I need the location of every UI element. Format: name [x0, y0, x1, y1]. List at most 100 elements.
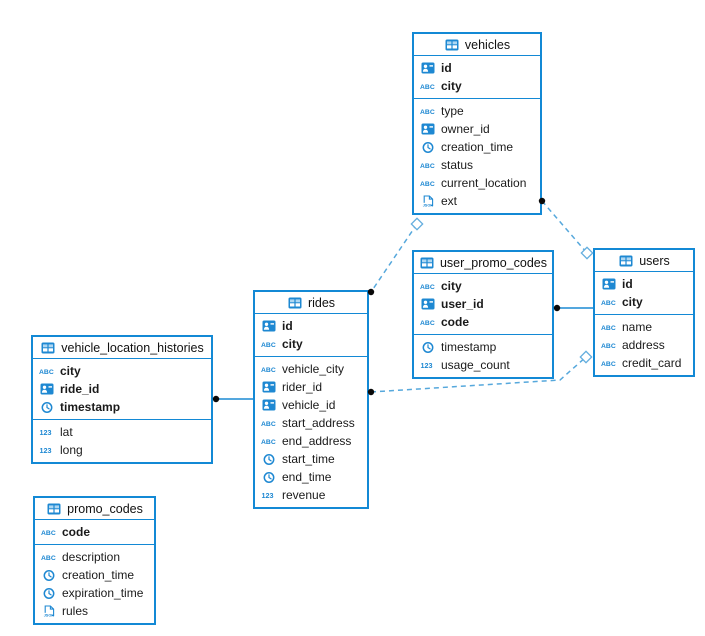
column-promo_codes-expiration_time[interactable]: expiration_time: [35, 584, 154, 602]
column-promo_codes-code[interactable]: ABC code: [35, 523, 154, 541]
table-vehicles-header[interactable]: vehicles: [414, 34, 540, 56]
svg-text:123: 123: [40, 446, 52, 455]
column-vehicles-creation_time[interactable]: creation_time: [414, 138, 540, 156]
column-vehicles-owner_id[interactable]: owner_id: [414, 120, 540, 138]
svg-text:ABC: ABC: [601, 325, 616, 332]
column-user_promo_codes-code[interactable]: ABC code: [414, 313, 552, 331]
column-label: current_location: [441, 176, 527, 190]
abc-icon: ABC: [601, 357, 617, 369]
svg-text:ABC: ABC: [420, 181, 435, 188]
table-title: vehicle_location_histories: [61, 340, 204, 355]
column-label: description: [62, 550, 121, 564]
column-rides-rider_id[interactable]: rider_id: [255, 378, 367, 396]
column-rides-id[interactable]: id: [255, 317, 367, 335]
table-title: vehicles: [464, 37, 511, 52]
user-id-icon: [420, 62, 436, 74]
table-rides-header[interactable]: rides: [255, 292, 367, 314]
clock-icon: [41, 587, 57, 600]
table-icon: [46, 503, 62, 515]
column-vehicles-id[interactable]: id: [414, 59, 540, 77]
column-label: city: [282, 337, 303, 351]
column-vehicle_location_histories-timestamp[interactable]: timestamp: [33, 398, 211, 416]
abc-icon: ABC: [41, 551, 57, 563]
column-vehicles-current_location[interactable]: ABC current_location: [414, 174, 540, 192]
column-rides-vehicle_id[interactable]: vehicle_id: [255, 396, 367, 414]
column-rides-end_time[interactable]: end_time: [255, 468, 367, 486]
key-columns-section: ABC city ride_id timestamp: [33, 359, 211, 420]
column-label: code: [441, 315, 470, 329]
clock-icon: [261, 471, 277, 484]
clock-icon: [261, 453, 277, 466]
svg-text:JSON: JSON: [423, 203, 434, 207]
svg-text:ABC: ABC: [420, 163, 435, 170]
abc-icon: ABC: [39, 365, 55, 377]
table-users-header[interactable]: users: [595, 250, 693, 272]
column-label: end_time: [282, 470, 332, 484]
columns-section: 123 lat 123 long: [33, 420, 211, 462]
table-icon: [618, 255, 634, 267]
column-user_promo_codes-user_id[interactable]: user_id: [414, 295, 552, 313]
column-users-id[interactable]: id: [595, 275, 693, 293]
abc-icon: ABC: [41, 526, 57, 538]
abc-icon: ABC: [601, 296, 617, 308]
table-icon: [287, 297, 303, 309]
svg-text:ABC: ABC: [601, 343, 616, 350]
relation-diamond-endpoint: [410, 217, 424, 231]
svg-text:123: 123: [40, 428, 52, 437]
num-icon: 123: [39, 444, 55, 456]
column-rides-start_time[interactable]: start_time: [255, 450, 367, 468]
table-user_promo_codes-header[interactable]: user_promo_codes: [414, 252, 552, 274]
column-label: city: [60, 364, 81, 378]
column-vehicle_location_histories-long[interactable]: 123 long: [33, 441, 211, 459]
column-rides-vehicle_city[interactable]: ABC vehicle_city: [255, 360, 367, 378]
user-id-icon: [420, 298, 436, 310]
svg-text:123: 123: [421, 361, 433, 370]
abc-icon: ABC: [420, 280, 436, 292]
svg-text:ABC: ABC: [261, 367, 276, 374]
column-user_promo_codes-timestamp[interactable]: timestamp: [414, 338, 552, 356]
svg-text:ABC: ABC: [420, 320, 435, 327]
column-user_promo_codes-usage_count[interactable]: 123 usage_count: [414, 356, 552, 374]
user-id-icon: [420, 123, 436, 135]
svg-text:ABC: ABC: [41, 555, 56, 562]
column-label: usage_count: [441, 358, 510, 372]
svg-text:ABC: ABC: [261, 421, 276, 428]
column-vehicle_location_histories-ride_id[interactable]: ride_id: [33, 380, 211, 398]
abc-icon: ABC: [420, 159, 436, 171]
table-promo_codes-header[interactable]: promo_codes: [35, 498, 154, 520]
column-promo_codes-description[interactable]: ABC description: [35, 548, 154, 566]
column-label: id: [441, 61, 452, 75]
column-vehicle_location_histories-city[interactable]: ABC city: [33, 362, 211, 380]
column-promo_codes-creation_time[interactable]: creation_time: [35, 566, 154, 584]
column-label: long: [60, 443, 83, 457]
column-label: code: [62, 525, 91, 539]
table-vehicle_location_histories-header[interactable]: vehicle_location_histories: [33, 337, 211, 359]
column-label: lat: [60, 425, 73, 439]
column-vehicle_location_histories-lat[interactable]: 123 lat: [33, 423, 211, 441]
column-label: ride_id: [60, 382, 100, 396]
svg-text:ABC: ABC: [41, 530, 56, 537]
relation-diamond-endpoint: [579, 350, 593, 364]
column-label: vehicle_city: [282, 362, 345, 376]
